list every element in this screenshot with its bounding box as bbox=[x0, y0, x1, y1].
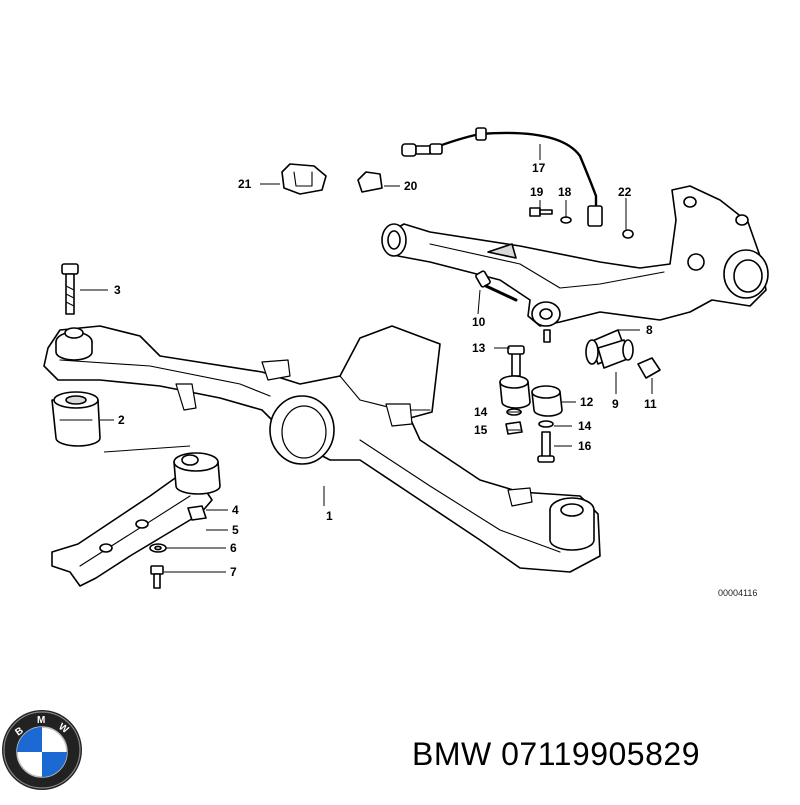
callout-22: 22 bbox=[618, 185, 632, 199]
mounting-stack bbox=[499, 329, 563, 463]
gasket-22 bbox=[622, 229, 634, 239]
callout-2: 2 bbox=[118, 413, 125, 427]
part-number: 07119905829 bbox=[501, 736, 700, 772]
bolt-7 bbox=[150, 565, 164, 589]
callout-19: 19 bbox=[530, 185, 544, 199]
callout-10: 10 bbox=[472, 315, 486, 329]
brand-part-number: BMW 07119905829 bbox=[412, 736, 700, 773]
callout-4: 4 bbox=[232, 503, 239, 517]
callout-6: 6 bbox=[230, 541, 237, 555]
callout-17: 17 bbox=[532, 161, 546, 175]
callout-7: 7 bbox=[230, 565, 237, 579]
trailing-arm bbox=[381, 185, 769, 327]
screw-19 bbox=[529, 207, 553, 217]
axle-carrier bbox=[43, 325, 601, 573]
callout-11: 11 bbox=[644, 397, 657, 411]
callout-14-left: 14 bbox=[474, 405, 488, 419]
bmw-roundel-icon: B M W bbox=[2, 710, 82, 790]
long-bolt bbox=[61, 263, 79, 315]
callout-21: 21 bbox=[238, 177, 252, 191]
callout-9: 9 bbox=[612, 397, 619, 411]
callout-20: 20 bbox=[404, 179, 418, 193]
callout-14-right: 14 bbox=[578, 419, 592, 433]
callout-1: 1 bbox=[326, 509, 333, 523]
clip-20 bbox=[357, 171, 383, 193]
callout-16: 16 bbox=[578, 439, 592, 453]
callout-5: 5 bbox=[232, 523, 239, 537]
drawing-code: 00004116 bbox=[718, 588, 757, 598]
callout-13: 13 bbox=[472, 341, 486, 355]
callout-3: 3 bbox=[114, 283, 121, 297]
nut-4 bbox=[187, 505, 207, 521]
sensor-cable bbox=[401, 127, 603, 227]
callout-15: 15 bbox=[474, 423, 488, 437]
bolt-10 bbox=[475, 270, 518, 302]
clip-bracket-21 bbox=[281, 163, 327, 195]
callout-8: 8 bbox=[646, 323, 653, 337]
callout-18: 18 bbox=[558, 185, 572, 199]
nut-11 bbox=[637, 357, 661, 379]
bushing-9 bbox=[597, 339, 634, 369]
washer-6 bbox=[149, 543, 167, 553]
support-bracket bbox=[51, 452, 221, 587]
leader-lines bbox=[80, 144, 653, 573]
brand-name: BMW bbox=[412, 736, 492, 772]
logo-letter-m: M bbox=[37, 715, 45, 726]
callout-labels: 1 2 3 4 5 6 7 8 9 10 11 12 13 14 14 15 1… bbox=[114, 161, 757, 598]
callout-12: 12 bbox=[580, 395, 594, 409]
rubber-mount bbox=[51, 391, 101, 447]
